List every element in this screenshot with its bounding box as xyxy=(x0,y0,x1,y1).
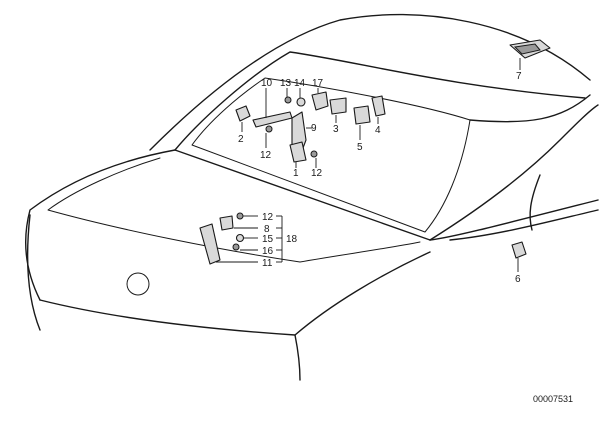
callout-1: 1 xyxy=(293,168,299,179)
trunk-lid-outline xyxy=(47,157,421,263)
trunk-badge xyxy=(126,272,150,296)
c-pillar-upper xyxy=(469,94,591,123)
car-body xyxy=(25,13,599,381)
callout-11: 11 xyxy=(262,258,273,269)
document-number: 00007531 xyxy=(533,394,573,404)
part-10-hinge-arm xyxy=(252,111,293,128)
part-5-clip xyxy=(353,105,371,125)
part-17-bracket xyxy=(311,91,329,111)
callout-14: 14 xyxy=(294,78,306,89)
part-12-screw-lower xyxy=(310,150,318,158)
callout-12-upper: 12 xyxy=(260,150,272,161)
rear-window-lower-frame xyxy=(174,149,431,241)
leader-lines xyxy=(216,58,521,272)
callout-labels: 10 13 14 17 9 3 4 5 2 12 1 12 7 12 8 15 … xyxy=(238,71,522,285)
part-13-screw xyxy=(284,96,292,104)
part-1-mount xyxy=(289,141,307,163)
callout-10: 10 xyxy=(261,78,273,89)
quarter-crease xyxy=(529,174,541,231)
part-12-screw-trunk xyxy=(236,212,244,220)
trunk-left-edge xyxy=(25,149,176,301)
rear-glass xyxy=(191,77,471,233)
callout-12-trunk: 12 xyxy=(262,212,274,223)
part-15-washer xyxy=(235,233,245,243)
callout-12-lower: 12 xyxy=(311,168,323,179)
deck-edge-right xyxy=(429,199,599,241)
callout-16: 16 xyxy=(262,246,274,257)
callout-4: 4 xyxy=(375,125,381,136)
callout-18: 18 xyxy=(286,234,298,245)
callout-5: 5 xyxy=(357,142,363,153)
part-16-screw xyxy=(232,243,240,251)
callout-9: 9 xyxy=(311,123,317,134)
deck-edge-right-2 xyxy=(449,209,599,241)
c-pillar-line xyxy=(429,104,599,241)
callout-8: 8 xyxy=(264,224,270,235)
part-2-clip xyxy=(235,105,251,122)
part-12-screw xyxy=(265,125,273,133)
part-4-clip xyxy=(371,95,386,117)
rear-edge xyxy=(39,251,431,336)
upper-hinge-group xyxy=(235,91,386,163)
trunk-lock-group xyxy=(199,212,245,265)
part-3-clip xyxy=(329,97,347,115)
rear-window-upper-frame xyxy=(174,51,586,151)
callout-6: 6 xyxy=(515,274,521,285)
part-6-clip xyxy=(511,241,527,259)
rear-panel-left xyxy=(27,214,41,331)
callout-3: 3 xyxy=(333,124,339,135)
callout-2: 2 xyxy=(238,134,244,145)
roof-outline xyxy=(149,13,591,151)
part-11-bracket xyxy=(199,223,221,265)
part-7-handle-inner xyxy=(513,43,541,55)
part-14-washer xyxy=(296,97,306,107)
callout-17: 17 xyxy=(312,78,324,89)
callout-13: 13 xyxy=(280,78,292,89)
callout-7: 7 xyxy=(516,71,522,82)
callout-15: 15 xyxy=(262,234,274,245)
rear-corner-line xyxy=(294,334,301,381)
part-8-clip xyxy=(219,215,234,231)
